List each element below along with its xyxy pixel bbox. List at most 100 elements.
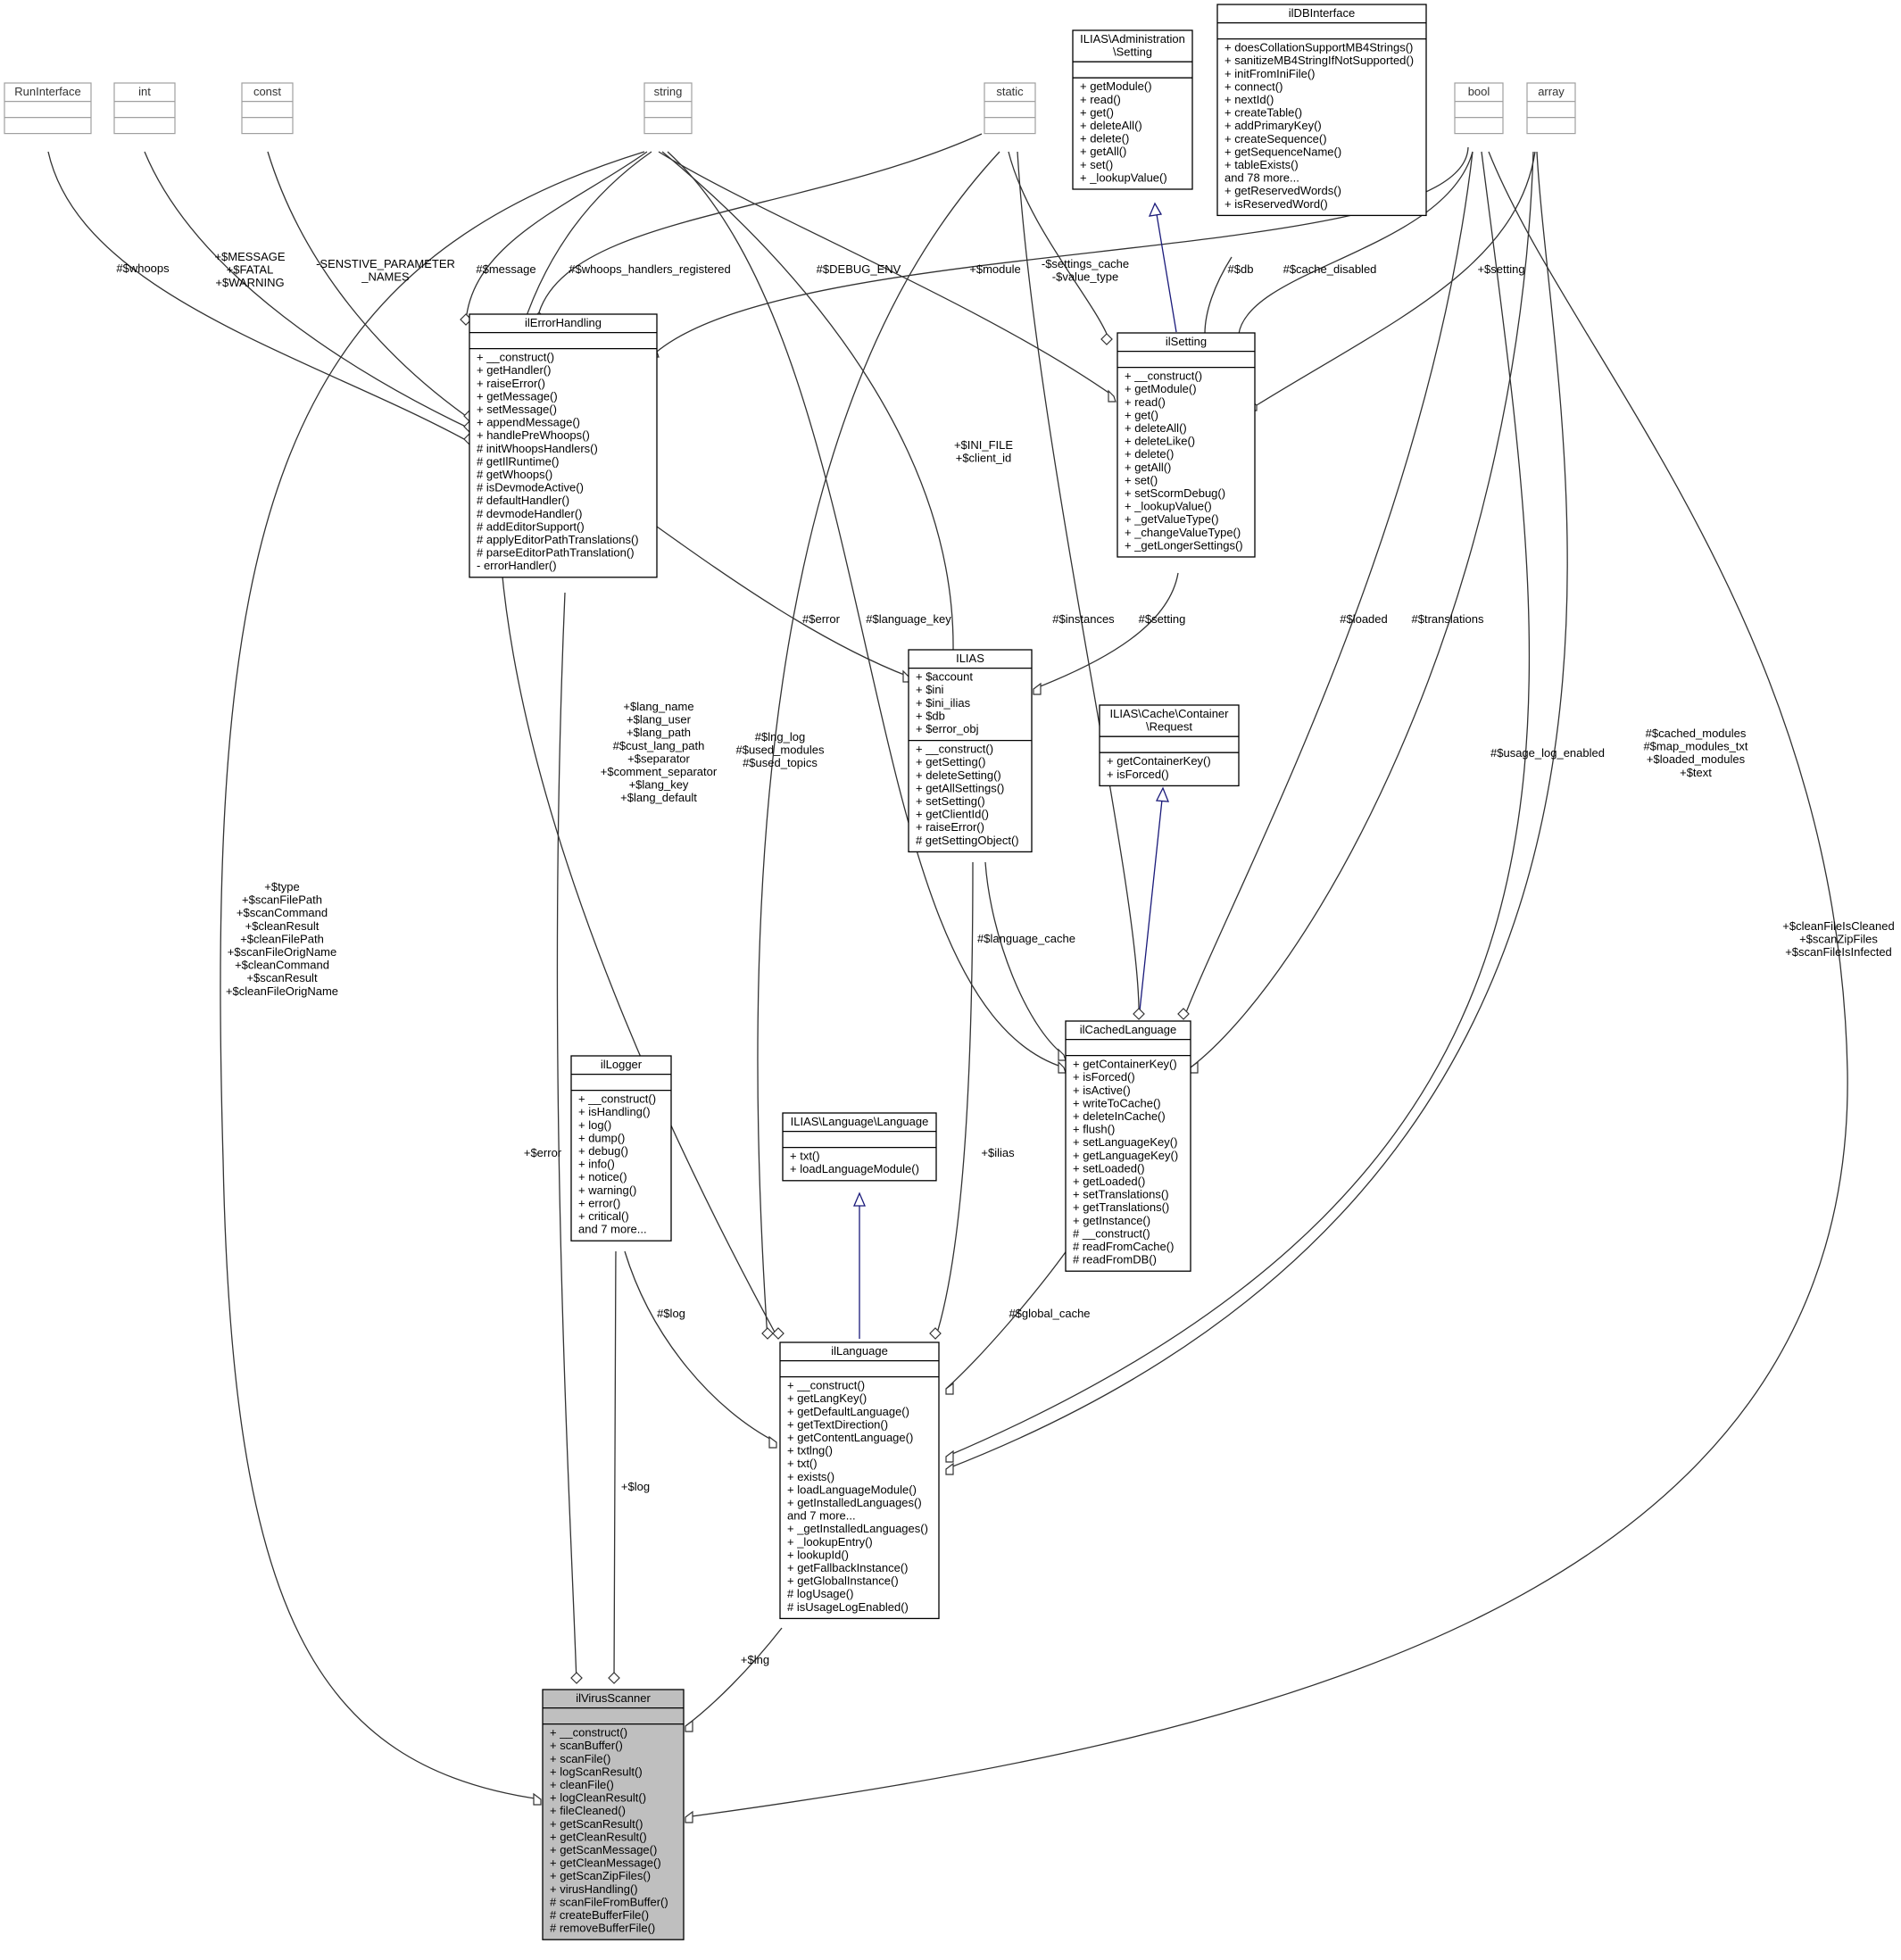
class-operation: + getLanguageKey()	[1073, 1149, 1178, 1162]
class-illogger[interactable]: ilLogger+ __construct()+ isHandling()+ l…	[570, 1055, 672, 1242]
edge-setting-inherits-adminsetting	[1156, 213, 1177, 333]
edge-bool-language	[945, 151, 1531, 1458]
class-name: RunInterface	[14, 85, 80, 98]
diamond	[1058, 1060, 1067, 1074]
class-operation: + deleteLike()	[1125, 435, 1195, 448]
class-operation: + info()	[578, 1158, 615, 1171]
edge-label-line: #$language_cache	[977, 932, 1075, 945]
edge-label-line: +$FATAL	[227, 263, 274, 277]
class-ilsetting[interactable]: ilSetting+ __construct()+ getModule()+ r…	[1117, 332, 1256, 558]
class-operation: + writeToCache()	[1073, 1096, 1161, 1109]
edge-label-line: #$log	[657, 1307, 685, 1320]
class-name: ilDBInterface	[1289, 6, 1355, 20]
edge-label-line: #$cached_modules	[1646, 727, 1747, 740]
class-bool[interactable]: bool	[1454, 82, 1504, 135]
edge-label-global-cache: #$global_cache	[1009, 1307, 1090, 1320]
edge-bool-setting	[1238, 151, 1473, 335]
class-name: static	[996, 85, 1024, 98]
edge-label-line: +$scanZipFiles	[1799, 933, 1878, 946]
class-operation: + dump()	[578, 1131, 625, 1144]
class-operation: + getAll()	[1080, 145, 1126, 158]
edge-static-setting	[1008, 151, 1108, 335]
class-operation: + getLangKey()	[787, 1391, 867, 1405]
class-operation: + exists()	[787, 1470, 834, 1483]
class-ilerrorhandling[interactable]: ilErrorHandling+ __construct()+ getHandl…	[469, 313, 658, 578]
class-box-frame	[779, 1341, 940, 1620]
class-operation: + scanBuffer()	[550, 1739, 623, 1752]
edge-errorhandling-virusscanner	[556, 592, 577, 1684]
class-operation: + error()	[578, 1196, 620, 1209]
class-string[interactable]: string	[643, 82, 693, 135]
class-operation: + getSequenceName()	[1224, 145, 1341, 158]
class-name: ILIAS\Cache\Container	[1110, 707, 1230, 720]
edge-label-line: #$lng_log	[755, 730, 805, 743]
class-operation: # readFromDB()	[1073, 1253, 1157, 1267]
edge-label-line: +$MESSAGE	[214, 250, 285, 263]
class-operation: + connect()	[1224, 79, 1283, 93]
class-operation: + deleteAll()	[1080, 119, 1142, 132]
diamond	[1108, 389, 1117, 403]
class-operation: + __construct()	[550, 1726, 627, 1740]
class-ilvirusscanner[interactable]: ilVirusScanner+ __construct()+ scanBuffe…	[542, 1689, 685, 1940]
edge-label-line: #$message	[476, 262, 535, 276]
class-box-frame	[1526, 82, 1576, 135]
class-box-frame	[241, 82, 294, 135]
edge-label-line: _NAMES	[361, 270, 410, 284]
class-name: \Setting	[1113, 46, 1152, 59]
edge-label-lng: +$lng	[741, 1653, 769, 1666]
class-illanguage[interactable]: ilLanguage+ __construct()+ getLangKey()+…	[779, 1341, 940, 1620]
class-operation: + delete()	[1080, 132, 1129, 145]
class-operation: + _getInstalledLanguages()	[787, 1522, 928, 1535]
class-cacherequest[interactable]: ILIAS\Cache\Container\Request+ getContai…	[1099, 704, 1240, 787]
class-operation: + initFromIniFile()	[1224, 67, 1316, 80]
edge-label-line: +$client_id	[956, 452, 1012, 465]
class-int[interactable]: int	[113, 82, 176, 135]
class-static[interactable]: static	[984, 82, 1036, 135]
class-box-frame	[1216, 4, 1427, 217]
edge-setting-ilias	[1033, 572, 1179, 690]
class-operation: + sanitizeMB4StringIfNotSupported()	[1224, 54, 1414, 67]
edge-label-setting-array: +$setting	[1477, 262, 1524, 276]
class-ilias[interactable]: ILIAS+ $account+ $ini+ $ini_ilias+ $db+ …	[908, 649, 1033, 853]
edge-label-error: #$error	[802, 612, 841, 626]
class-box-frame	[908, 649, 1033, 853]
class-array[interactable]: array	[1526, 82, 1576, 135]
edge-label-line: +$scanFileOrigName	[228, 945, 336, 959]
edge-label-line: +$lang_key	[629, 778, 689, 792]
class-runinterface[interactable]: RunInterface	[4, 82, 92, 135]
edge-label-line: #$usage_log_enabled	[1490, 746, 1605, 760]
class-operation: + tableExists()	[1224, 158, 1299, 171]
class-operation: + get()	[1125, 408, 1158, 421]
edge-cached-language	[945, 1249, 1068, 1390]
edge-label-line: #$instances	[1052, 612, 1115, 626]
edge-errorhandling-ilias	[656, 526, 909, 677]
class-ildbinterface[interactable]: ilDBInterface+ doesCollationSupportMB4St…	[1216, 4, 1427, 217]
class-name: const	[253, 85, 281, 98]
class-adminsetting[interactable]: ILIAS\Administration\Setting+ getModule(…	[1072, 29, 1193, 190]
edge-label-line: #$language_key	[866, 612, 951, 626]
edge-label-line: #$setting	[1139, 612, 1186, 626]
edge-label-lang-fields: +$lang_name+$lang_user+$lang_path#$cust_…	[601, 700, 718, 804]
edge-labels: #$whoops +$MESSAGE+$FATAL+$WARNING -SENS…	[116, 250, 1894, 1666]
class-name: ilLanguage	[831, 1344, 888, 1358]
edge-label-line: +$cleanFileIsCleaned	[1782, 919, 1894, 933]
class-operation: # getWhoops()	[477, 468, 552, 481]
edge-label-line: +$scanResult	[246, 971, 318, 984]
class-boxes: RunInterface int const string static bool arra…	[4, 4, 1576, 1940]
class-operation: + isForced()	[1073, 1070, 1135, 1084]
class-operation: + cleanFile()	[550, 1778, 614, 1791]
class-operation: + getModule()	[1080, 79, 1152, 93]
class-ilcachedlanguage[interactable]: ilCachedLanguage+ getContainerKey()+ isF…	[1065, 1020, 1191, 1272]
edge-label-const-errorhandling: -SENSTIVE_PARAMETER_NAMES	[316, 257, 455, 284]
edge-static-language	[757, 151, 1000, 1340]
edge-array-language	[945, 151, 1568, 1470]
class-attribute: + $ini_ilias	[916, 696, 971, 710]
class-operation: + critical()	[578, 1209, 629, 1223]
edge-label-error-scanner: +$error	[524, 1146, 562, 1159]
class-languageiface[interactable]: ILIAS\Language\Language+ txt()+ loadLang…	[782, 1112, 937, 1182]
edge-label-line: +$lang_path	[627, 726, 691, 739]
edge-label-line: #$map_modules_txt	[1643, 740, 1747, 753]
class-operation: # getIlRuntime()	[477, 454, 559, 468]
class-const[interactable]: const	[241, 82, 294, 135]
